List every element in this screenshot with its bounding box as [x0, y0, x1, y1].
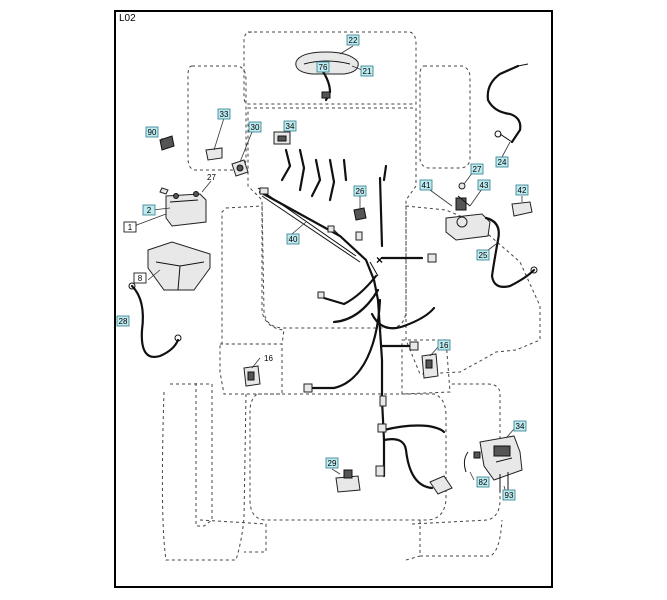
- callout-28: 28: [116, 315, 130, 327]
- leader-lines: [133, 45, 523, 494]
- svg-text:90: 90: [148, 128, 157, 137]
- diagram-code: L02: [119, 13, 136, 24]
- svg-text:28: 28: [119, 317, 128, 326]
- svg-text:76: 76: [319, 63, 328, 72]
- callout-27-left: 27: [207, 173, 216, 182]
- svg-text:×: ×: [376, 253, 383, 267]
- cable-25: [484, 216, 538, 288]
- wire-harness: ×: [257, 148, 446, 490]
- switch-16-right: [421, 353, 439, 379]
- battery: [159, 187, 207, 227]
- svg-text:26: 26: [356, 187, 365, 196]
- callout-2: 2: [142, 204, 156, 216]
- svg-text:40: 40: [289, 235, 298, 244]
- callout-16-right: 16: [437, 339, 451, 351]
- callout-42: 42: [515, 184, 529, 196]
- part-26: [353, 207, 367, 221]
- svg-text:82: 82: [479, 478, 488, 487]
- callout-1: 1: [123, 221, 137, 233]
- svg-text:22: 22: [349, 36, 358, 45]
- callout-33: 33: [217, 108, 231, 120]
- callout-24: 24: [495, 156, 509, 168]
- svg-text:30: 30: [251, 123, 260, 132]
- svg-text:21: 21: [363, 67, 372, 76]
- svg-text:16: 16: [264, 354, 273, 363]
- svg-text:8: 8: [138, 274, 143, 283]
- callout-21: 21: [360, 65, 374, 77]
- callout-41: 41: [419, 179, 433, 191]
- svg-text:34: 34: [516, 422, 525, 431]
- module-34-bottom: [463, 435, 523, 492]
- callout-26: 26: [353, 185, 367, 197]
- callout-27-right: 27: [470, 163, 484, 175]
- connector-bottom: [429, 475, 453, 495]
- callout-34-bottom: 34: [513, 420, 527, 432]
- callout-82: 82: [476, 476, 490, 488]
- callout-34-top: 34: [283, 120, 297, 132]
- ignition-switch-30: [231, 159, 249, 177]
- diagram-frame: [114, 10, 553, 588]
- pto-switch-29: [335, 469, 361, 493]
- callout-90: 90: [145, 126, 159, 138]
- svg-text:25: 25: [479, 251, 488, 260]
- svg-text:27: 27: [207, 173, 216, 182]
- callout-8: 8: [133, 272, 147, 284]
- svg-text:24: 24: [498, 158, 507, 167]
- cable-24: [486, 63, 529, 144]
- cable-28: [128, 282, 182, 359]
- callout-93: 93: [502, 489, 516, 501]
- callout-25: 25: [476, 249, 490, 261]
- switch-34-top: [273, 131, 291, 145]
- switch-16-left: [243, 365, 261, 387]
- callout-30: 30: [248, 121, 262, 133]
- ignition-33: [205, 147, 223, 161]
- callout-29: 29: [325, 457, 339, 469]
- callout-76: 76: [316, 61, 330, 73]
- callout-22: 22: [346, 34, 360, 46]
- svg-text:93: 93: [505, 491, 514, 500]
- svg-text:16: 16: [440, 341, 449, 350]
- solenoid-assembly: [445, 182, 533, 241]
- seat-switch-assembly: [295, 51, 359, 102]
- svg-text:42: 42: [518, 186, 527, 195]
- callout-16-left: 16: [264, 354, 273, 363]
- callout-40: 40: [286, 233, 300, 245]
- relay-90: [159, 135, 175, 151]
- svg-text:2: 2: [147, 206, 152, 215]
- svg-text:1: 1: [128, 223, 133, 232]
- callout-43: 43: [477, 179, 491, 191]
- battery-tray: [147, 241, 211, 291]
- svg-text:27: 27: [473, 165, 482, 174]
- svg-text:41: 41: [422, 181, 431, 190]
- svg-text:43: 43: [480, 181, 489, 190]
- svg-text:33: 33: [220, 110, 229, 119]
- svg-text:29: 29: [328, 459, 337, 468]
- svg-text:34: 34: [286, 122, 295, 131]
